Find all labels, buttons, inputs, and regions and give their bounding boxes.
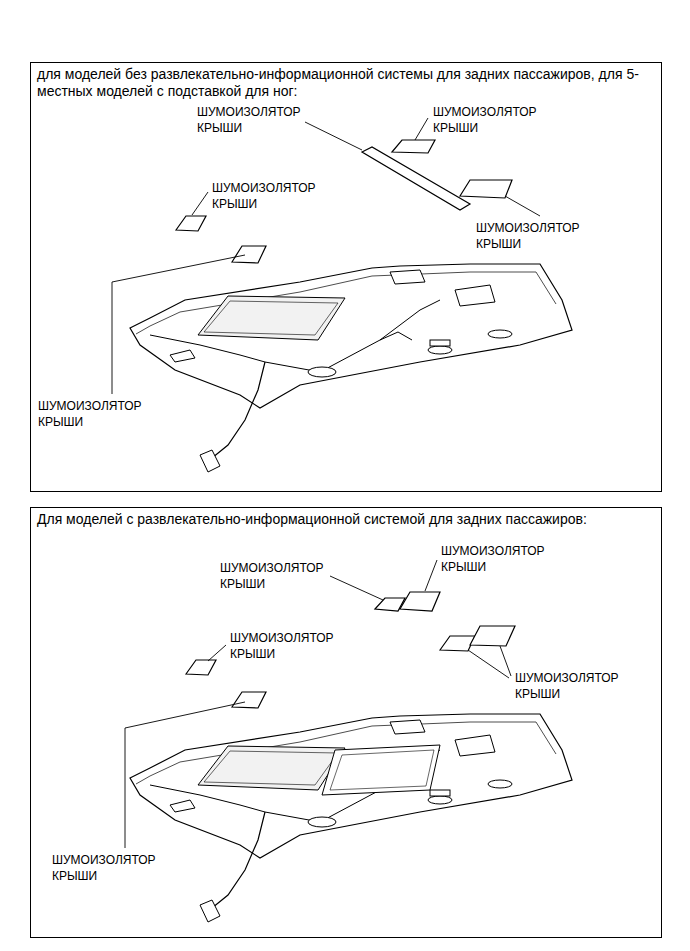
part-label: ШУМОИЗОЛЯТОР КРЫШИ [441,543,545,575]
part-label: ШУМОИЗОЛЯТОР КРЫШИ [476,220,580,252]
part-label: ШУМОИЗОЛЯТОР КРЫШИ [197,104,301,136]
part-label: ШУМОИЗОЛЯТОР КРЫШИ [220,560,324,592]
panel-heading: для моделей без развлекательно-информаци… [31,63,661,103]
panel-heading: Для моделей с развлекательно-информацион… [31,508,661,531]
part-label: ШУМОИЗОЛЯТОР КРЫШИ [52,852,156,884]
panel-frame: для моделей без развлекательно-информаци… [30,62,662,492]
part-label: ШУМОИЗОЛЯТОР КРЫШИ [230,630,334,662]
part-label: ШУМОИЗОЛЯТОР КРЫШИ [38,398,142,430]
part-label: ШУМОИЗОЛЯТОР КРЫШИ [515,670,619,702]
part-label: ШУМОИЗОЛЯТОР КРЫШИ [433,104,537,136]
panel-frame: Для моделей с развлекательно-информацион… [30,507,662,938]
part-label: ШУМОИЗОЛЯТОР КРЫШИ [212,180,316,212]
